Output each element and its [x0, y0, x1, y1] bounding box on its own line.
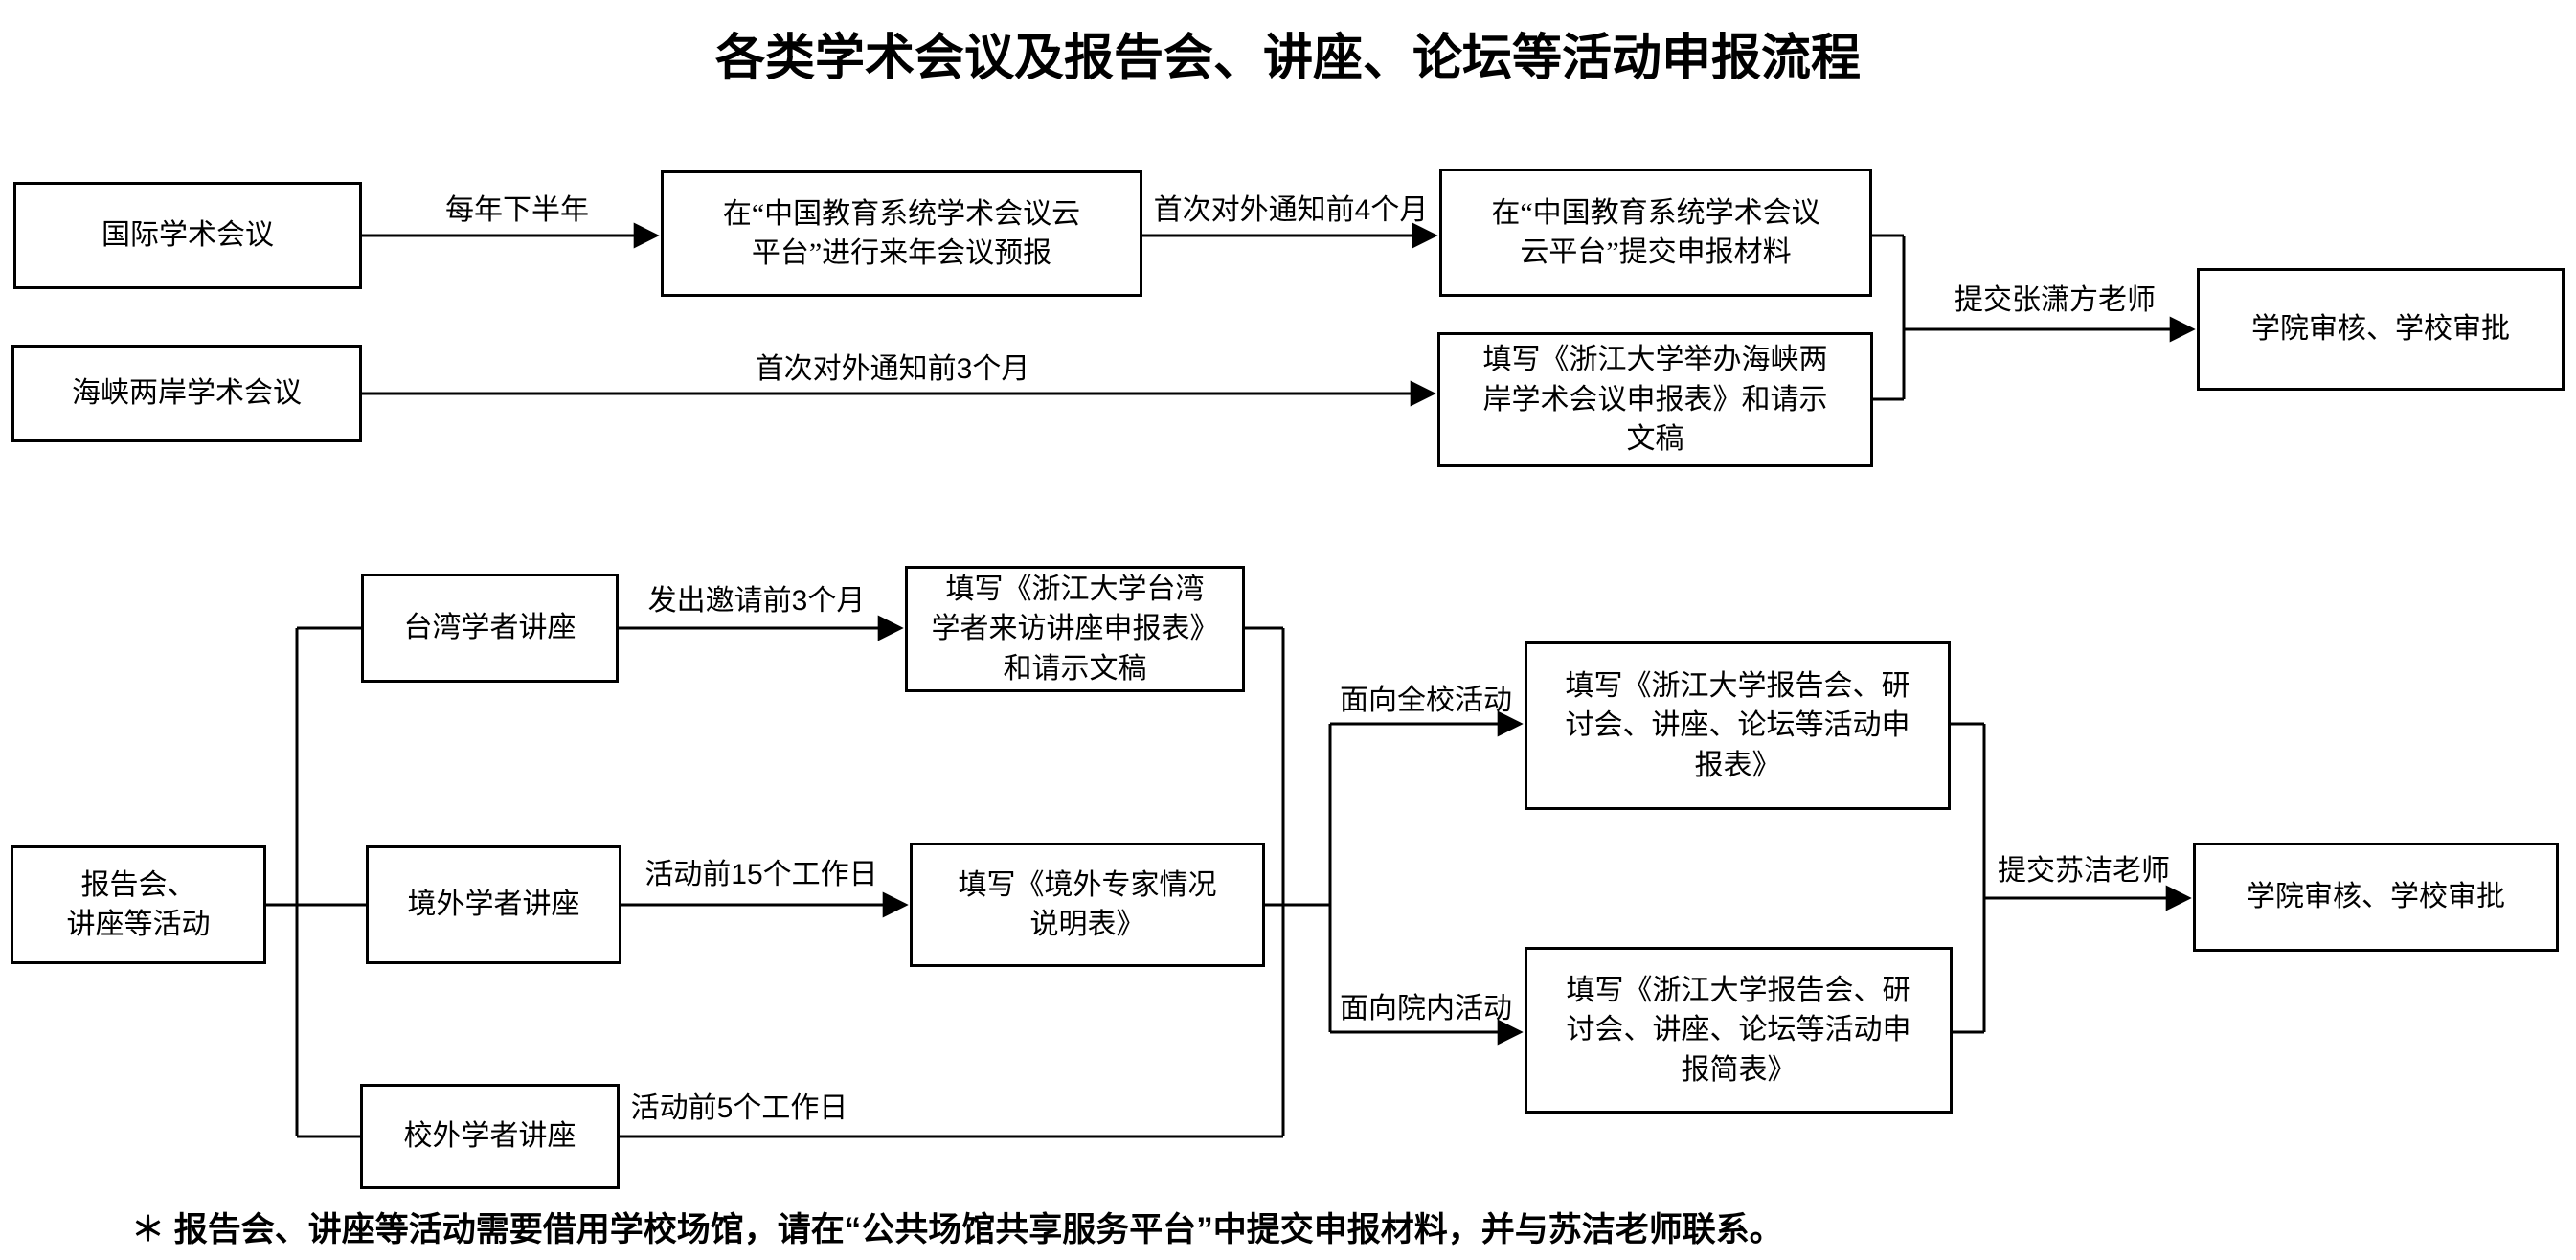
edge-label-half-year: 每年下半年 [445, 194, 589, 226]
node-cloud-platform-preregister: 在“中国教育系统学术会议云 平台”进行来年会议预报 [661, 170, 1142, 297]
node-taiwan-visit-form: 填写《浙江大学台湾 学者来访讲座申报表》 和请示文稿 [905, 566, 1245, 692]
node-activity-form-full: 填写《浙江大学报告会、研 讨会、讲座、论坛等活动申 报表》 [1525, 641, 1951, 810]
edge-label-campus-wide: 面向全校活动 [1340, 685, 1512, 716]
edge-label-three-months-invite: 发出邀请前3个月 [647, 585, 866, 617]
node-college-review-top: 学院审核、学校审批 [2197, 268, 2565, 391]
page-title: 各类学术会议及报告会、讲座、论坛等活动申报流程 [714, 32, 1862, 86]
node-external-scholar-lecture: 校外学者讲座 [360, 1084, 620, 1189]
footnote-venue-note: ＊ 报告会、讲座等活动需要借用学校场馆，请在“公共场馆共享服务平台”中提交申报材… [131, 1211, 1783, 1249]
edge-label-su-teacher: 提交苏洁老师 [1998, 855, 2170, 887]
node-overseas-scholar-lecture: 境外学者讲座 [366, 845, 621, 964]
node-taiwan-scholar-lecture: 台湾学者讲座 [361, 574, 619, 683]
node-report-lecture-activities: 报告会、 讲座等活动 [11, 845, 266, 964]
edge-label-fifteen-days: 活动前15个工作日 [644, 859, 878, 890]
node-overseas-expert-form: 填写《境外专家情况 说明表》 [910, 843, 1265, 967]
node-activity-form-simple: 填写《浙江大学报告会、研 讨会、讲座、论坛等活动申 报简表》 [1525, 947, 1953, 1114]
edge-label-five-days: 活动前5个工作日 [630, 1092, 848, 1124]
node-cross-strait-form: 填写《浙江大学举办海峡两 岸学术会议申报表》和请示 文稿 [1437, 332, 1873, 467]
edge-label-college-internal: 面向院内活动 [1340, 993, 1512, 1024]
node-cloud-platform-submit: 在“中国教育系统学术会议 云平台”提交申报材料 [1439, 169, 1872, 297]
node-international-conference: 国际学术会议 [13, 182, 362, 289]
edge-label-four-months: 首次对外通知前4个月 [1153, 194, 1429, 226]
node-college-review-bottom: 学院审核、学校审批 [2193, 843, 2559, 952]
edge-label-three-months-notice: 首次对外通知前3个月 [755, 353, 1030, 385]
node-cross-strait-conference: 海峡两岸学术会议 [11, 345, 362, 442]
edge-label-zhang-teacher: 提交张潇方老师 [1955, 284, 2156, 316]
